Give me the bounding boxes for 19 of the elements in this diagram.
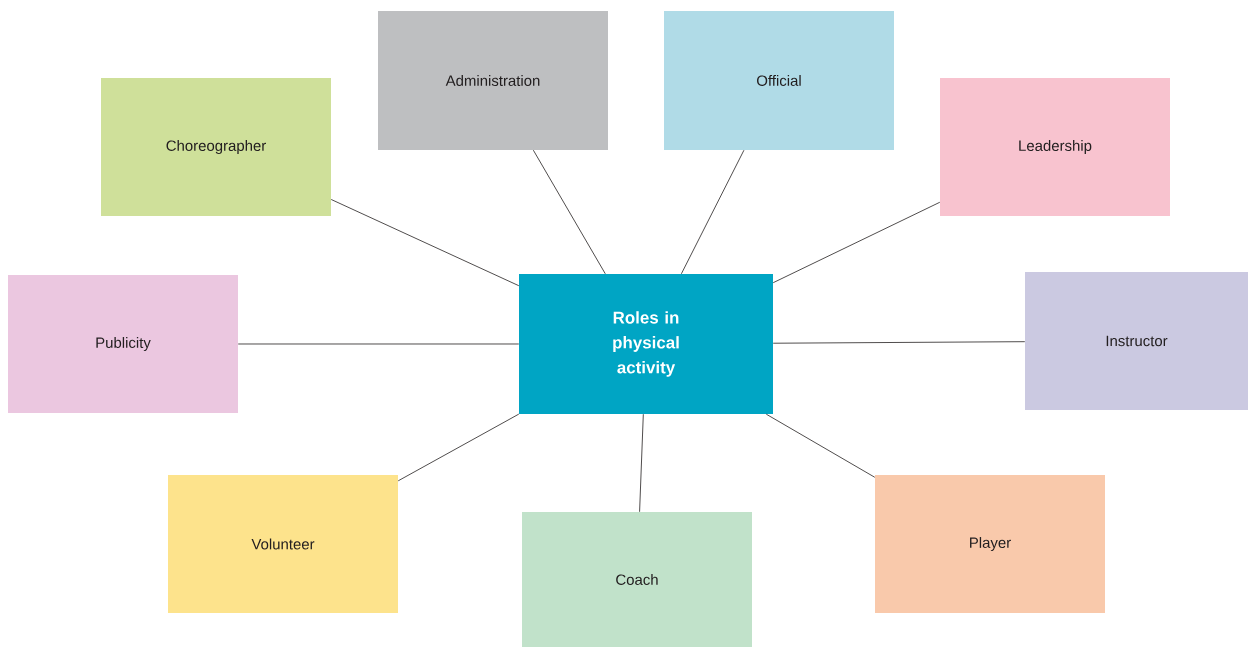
connector-line bbox=[765, 413, 876, 478]
connector-line bbox=[532, 149, 606, 275]
role-box: Publicity bbox=[8, 275, 238, 413]
connector-line bbox=[237, 343, 520, 345]
role-box: Player bbox=[875, 475, 1105, 613]
connector-line bbox=[772, 201, 941, 284]
role-box: Leadership bbox=[940, 78, 1170, 216]
connector-line bbox=[330, 199, 520, 287]
role-box: Volunteer bbox=[168, 475, 398, 613]
role-box: Administration bbox=[378, 11, 608, 150]
role-box: Choreographer bbox=[101, 78, 331, 216]
connector-line bbox=[772, 341, 1026, 344]
role-box: Instructor bbox=[1025, 272, 1248, 410]
topic-box: Roles in physical activity bbox=[519, 274, 773, 414]
connector-line bbox=[639, 413, 644, 513]
role-box: Coach bbox=[522, 512, 752, 647]
connector-line bbox=[681, 149, 745, 275]
connector-line bbox=[397, 413, 520, 482]
role-box: Official bbox=[664, 11, 894, 150]
